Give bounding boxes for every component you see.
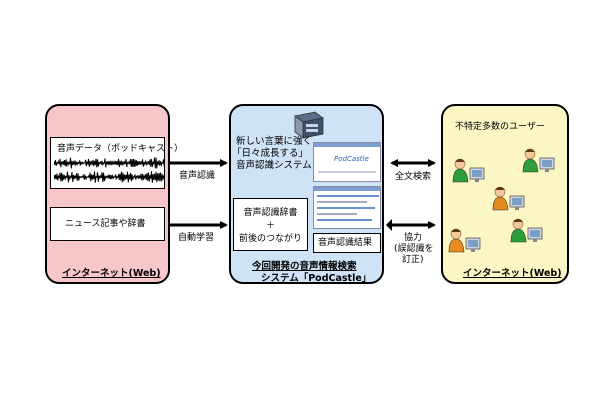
- dictionary-label: 音声認識辞書: [243, 208, 298, 218]
- recognition-result-label: 音声認識結果: [318, 238, 373, 248]
- user-with-computer-icon: [452, 158, 485, 183]
- auto-learning-label: 自動学習: [178, 233, 215, 243]
- recognition-result-box: 音声認識結果: [313, 233, 381, 253]
- news-dictionary-box: ニュース記事や辞書: [50, 207, 165, 241]
- server-computer-icon: [294, 111, 324, 139]
- user-with-computer-icon: [522, 148, 555, 173]
- podcastle-logo: PodCastle: [334, 155, 369, 163]
- cooperation-arrow-left-head: [386, 219, 392, 231]
- system-description-line2: 「日々成長する」: [232, 148, 309, 159]
- plus-sign: ＋: [265, 221, 275, 231]
- right-internet-footer: インターネット(Web): [463, 268, 562, 279]
- context-label: 前後のつながり: [238, 234, 302, 244]
- podcastle-screenshot-top: PodCastle: [313, 142, 381, 182]
- internet-sources-panel: [45, 104, 170, 284]
- speech-recognition-label: 音声認識: [179, 171, 216, 181]
- recognition-dictionary-box: 音声認識辞書 ＋ 前後のつながり: [233, 198, 308, 251]
- full-text-search-label: 全文検索: [395, 172, 432, 182]
- audio-data-box: 音声データ（ポッドキャスト）: [50, 137, 183, 189]
- user-with-computer-icon: [492, 186, 525, 211]
- news-dictionary-label: ニュース記事や辞書: [65, 219, 146, 229]
- system-description-line3: 音声認識システム: [236, 160, 312, 171]
- users-panel: [441, 104, 569, 284]
- podcastle-screenshot-bottom: [313, 186, 381, 229]
- system-description-line1: 新しい言葉に強く: [236, 136, 313, 147]
- users-label: 不特定多数のユーザー: [455, 122, 545, 132]
- podcastle-footer-line2: システム「PodCastle」: [261, 273, 372, 284]
- correction-label-line2: 訂正): [402, 255, 424, 265]
- podcastle-footer-line1: 今回開発の音声情報検索: [252, 261, 357, 272]
- users-illustration: [448, 148, 555, 253]
- left-internet-footer: インターネット(Web): [62, 268, 161, 279]
- audio-data-label: 音声データ（ポッドキャスト）: [57, 144, 184, 154]
- user-with-computer-icon: [448, 228, 481, 253]
- user-with-computer-icon: [510, 218, 543, 243]
- correction-label-line1: (誤認識を: [394, 244, 434, 254]
- cooperation-label: 協力: [404, 233, 423, 243]
- waveform-icon: [54, 157, 164, 183]
